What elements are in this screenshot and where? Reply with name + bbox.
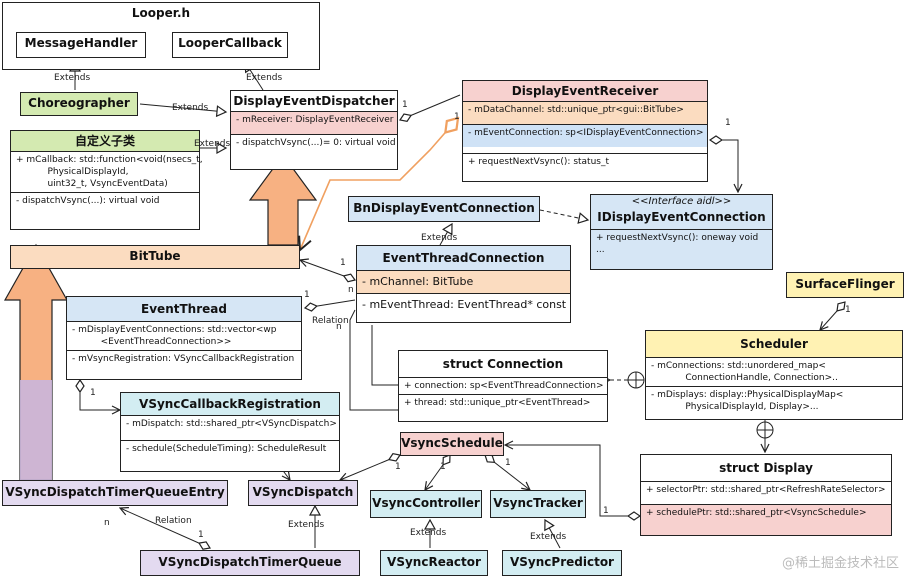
display-event-receiver-attr1: - mDataChannel: std::unique_ptr<gui::Bit…	[463, 101, 707, 124]
vsync-schedule-class: VsyncSchedule	[400, 432, 504, 456]
custom-subclass-methods: - dispatchVsync(...): virtual void	[11, 192, 199, 209]
looper-callback-title: LooperCallback	[178, 36, 282, 50]
display-event-dispatcher-title: DisplayEventDispatcher	[233, 94, 395, 108]
multiplicity-label: n	[348, 285, 354, 295]
multiplicity-label: n	[336, 322, 342, 332]
display-event-dispatcher-class: DisplayEventDispatcher - mReceiver: Disp…	[230, 90, 398, 170]
scheduler-title: Scheduler	[646, 331, 902, 357]
scheduler-class: Scheduler - mConnections: std::unordered…	[645, 330, 903, 420]
struct-display-attr1: + selectorPtr: std::shared_ptr<RefreshRa…	[641, 481, 891, 504]
vsync-dispatch-timer-queue-title: VSyncDispatchTimerQueue	[158, 555, 342, 569]
display-event-dispatcher-attr: - mReceiver: DisplayEventReceiver	[231, 111, 397, 134]
struct-connection-attr1: + connection: sp<EventThreadConnection>	[399, 377, 607, 394]
event-thread-connection-class: EventThreadConnection - mChannel: BitTub…	[356, 245, 571, 323]
vsync-controller-class: VsyncController	[370, 490, 482, 518]
struct-connection-title: struct Connection	[442, 357, 564, 371]
multiplicity-label: 1	[402, 100, 408, 110]
bittube-class: BitTube	[10, 245, 300, 269]
struct-connection-class: struct Connection + connection: sp<Event…	[398, 350, 608, 422]
vsync-controller-title: VsyncController	[372, 496, 480, 510]
vsync-callback-registration-class: VSyncCallbackRegistration - mDispatch: s…	[120, 392, 340, 472]
vsync-callback-registration-attr: - mDispatch: std::shared_ptr<VSyncDispat…	[121, 415, 339, 440]
multiplicity-label: 1	[603, 506, 609, 516]
display-event-receiver-method: + requestNextVsync(): status_t	[463, 153, 707, 170]
multiplicity-label: 1	[454, 112, 460, 122]
struct-display-title: struct Display	[719, 461, 813, 475]
multiplicity-label: 1	[725, 118, 731, 128]
surface-flinger-title: SurfaceFlinger	[795, 277, 895, 291]
surface-flinger-class: SurfaceFlinger	[786, 272, 904, 298]
vsync-dispatch-title: VSyncDispatch	[252, 485, 354, 499]
idisplay-event-connection-methods: + requestNextVsync(): oneway void ...	[591, 229, 772, 258]
vsync-dispatch-timer-queue-entry-class: VSyncDispatchTimerQueueEntry	[2, 480, 228, 506]
struct-connection-attr2: + thread: std::unique_ptr<EventThread>	[399, 394, 607, 411]
looper-h-title: Looper.h	[131, 6, 191, 20]
scheduler-attr2: - mDisplays: display::PhysicalDisplayMap…	[646, 386, 902, 415]
vsync-predictor-class: VSyncPredictor	[502, 550, 622, 576]
extends-label: Extends	[194, 139, 231, 149]
struct-display-class: struct Display + selectorPtr: std::share…	[640, 454, 892, 536]
multiplicity-label: 1	[395, 462, 401, 472]
message-handler-title: MessageHandler	[24, 36, 138, 50]
struct-display-attr2: + schedulePtr: std::shared_ptr<VsyncSche…	[641, 504, 891, 535]
multiplicity-label: 1	[198, 530, 204, 540]
extends-label: Extends	[421, 233, 458, 243]
extends-label: Extends	[54, 73, 91, 83]
vsync-dispatch-timer-queue-class: VSyncDispatchTimerQueue	[140, 550, 360, 576]
extends-label: Extends	[410, 528, 447, 538]
multiplicity-label: 1	[90, 388, 96, 398]
event-thread-attr1: - mDisplayEventConnections: std::vector<…	[67, 321, 301, 350]
display-event-receiver-title: DisplayEventReceiver	[463, 81, 707, 101]
multiplicity-label: 1	[505, 458, 511, 468]
choreographer-class: Choreographer	[20, 92, 138, 116]
vsync-reactor-title: VSyncReactor	[387, 555, 481, 569]
vsync-callback-registration-title: VSyncCallbackRegistration	[121, 393, 339, 415]
vsync-schedule-title: VsyncSchedule	[401, 436, 503, 450]
bittube-title: BitTube	[129, 249, 181, 263]
vsync-dispatch-class: VSyncDispatch	[248, 480, 358, 506]
vsync-tracker-class: VsyncTracker	[490, 490, 586, 518]
extends-label: Extends	[172, 103, 209, 113]
multiplicity-label: n	[104, 518, 110, 528]
multiplicity-label: 1	[340, 258, 346, 268]
event-thread-title: EventThread	[67, 297, 301, 321]
display-event-dispatcher-method: - dispatchVsync(...)= 0: virtual void	[231, 134, 397, 151]
idisplay-event-connection-title: IDisplayEventConnection	[597, 210, 766, 224]
vsync-callback-registration-method: - schedule(ScheduleTiming): ScheduleResu…	[121, 440, 339, 465]
watermark: @稀土掘金技术社区	[781, 556, 899, 571]
relation-label: Relation	[155, 516, 192, 526]
idisplay-event-connection-class: <<Interface aidl>> IDisplayEventConnecti…	[590, 194, 773, 270]
vsync-predictor-title: VSyncPredictor	[510, 555, 614, 569]
relation-label: Relation	[312, 316, 349, 326]
custom-subclass-attrs: + mCallback: std::function<void(nsecs_t,…	[11, 151, 203, 192]
multiplicity-label: 1	[304, 290, 310, 300]
looper-callback-class: LooperCallback	[172, 32, 288, 58]
message-handler-class: MessageHandler	[16, 32, 146, 58]
idisplay-event-connection-stereotype: <<Interface aidl>>	[631, 196, 732, 207]
vsync-reactor-class: VSyncReactor	[380, 550, 488, 576]
extends-label: Extends	[246, 73, 283, 83]
display-event-receiver-attr2: - mEventConnection: sp<IDisplayEventConn…	[463, 124, 707, 147]
custom-subclass-class: 自定义子类 + mCallback: std::function<void(ns…	[10, 130, 203, 230]
multiplicity-label: 1	[845, 305, 851, 315]
choreographer-title: Choreographer	[28, 96, 130, 110]
vsync-tracker-title: VsyncTracker	[493, 496, 583, 510]
event-thread-class: EventThread - mDisplayEventConnections: …	[66, 296, 302, 380]
vsync-dispatch-timer-queue-entry-title: VSyncDispatchTimerQueueEntry	[5, 485, 225, 499]
event-thread-connection-title: EventThreadConnection	[357, 246, 570, 270]
extends-label: Extends	[530, 532, 567, 542]
display-event-receiver-class: DisplayEventReceiver - mDataChannel: std…	[462, 80, 708, 182]
scheduler-attr1: - mConnections: std::unordered_map< Conn…	[646, 357, 902, 386]
event-thread-connection-attr2: - mEventThread: EventThread* const	[357, 293, 570, 316]
extends-label: Extends	[288, 520, 325, 530]
bn-display-event-connection-title: BnDisplayEventConnection	[353, 201, 535, 215]
event-thread-connection-attr1: - mChannel: BitTube	[357, 270, 570, 293]
event-thread-attr2: - mVsyncRegistration: VSyncCallbackRegis…	[67, 350, 301, 367]
bn-display-event-connection-class: BnDisplayEventConnection	[348, 196, 540, 222]
multiplicity-label: 1	[440, 462, 446, 472]
custom-subclass-title: 自定义子类	[11, 131, 199, 151]
